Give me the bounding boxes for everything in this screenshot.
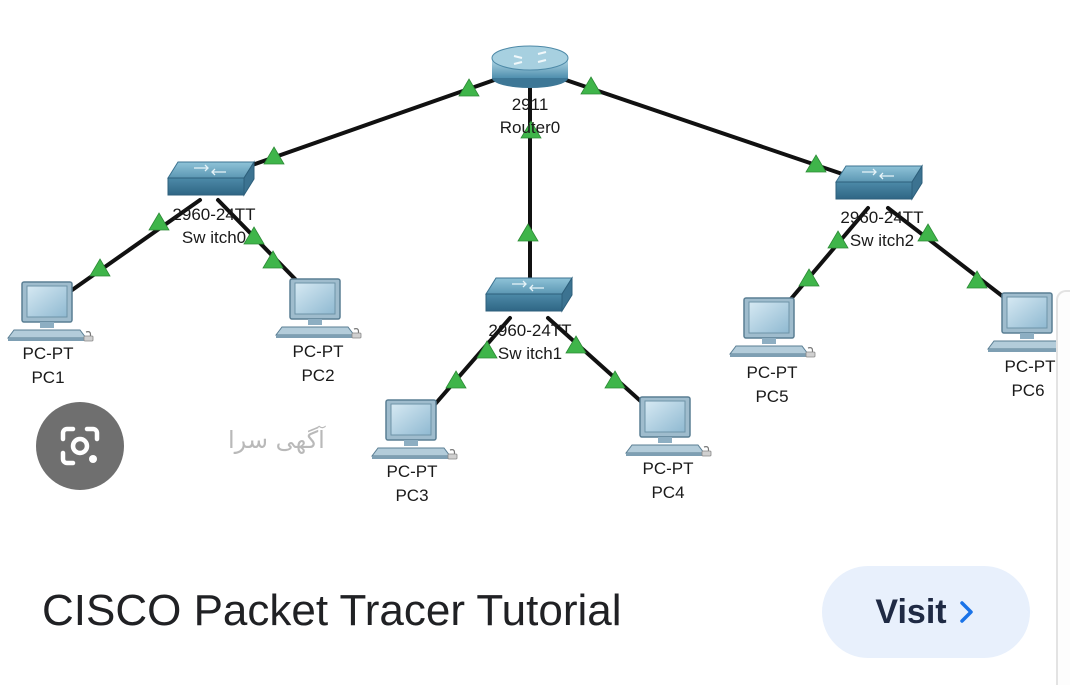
switch1-name-label: Sw itch1 xyxy=(498,344,562,363)
google-lens-icon xyxy=(60,426,100,466)
pc1-type-label: PC-PT xyxy=(23,344,74,363)
switch-icon xyxy=(835,165,923,200)
pc-icon xyxy=(371,399,458,460)
switch2-node: 2960-24TT Sw itch2 xyxy=(835,165,924,250)
pc6-name-label: PC6 xyxy=(1011,381,1044,400)
pc2-node: PC-PT PC2 xyxy=(275,278,362,385)
link-switch1-pc3 xyxy=(428,316,512,412)
pc4-node: PC-PT PC4 xyxy=(625,396,712,502)
switch2-model-label: 2960-24TT xyxy=(840,208,923,227)
switch-icon xyxy=(167,161,255,196)
switch-icon xyxy=(485,277,573,312)
pc4-type-label: PC-PT xyxy=(643,459,694,478)
link-switch0-pc1 xyxy=(63,198,202,297)
google-lens-button[interactable] xyxy=(36,402,124,490)
result-title[interactable]: CISCO Packet Tracer Tutorial xyxy=(42,586,622,635)
pc3-type-label: PC-PT xyxy=(387,462,438,481)
pc4-name-label: PC4 xyxy=(651,483,684,502)
router-model-label: 2911 xyxy=(512,95,549,114)
switch1-node: 2960-24TT Sw itch1 xyxy=(485,277,573,363)
router-name-label: Router0 xyxy=(500,118,560,137)
pc-icon xyxy=(275,278,362,339)
switch0-node: 2960-24TT Sw itch0 xyxy=(167,161,256,247)
pc-icon xyxy=(7,281,94,342)
pc2-name-label: PC2 xyxy=(301,366,334,385)
link-router-switch2 xyxy=(558,76,862,182)
pc3-node: PC-PT PC3 xyxy=(371,399,458,505)
link-switch2-pc6 xyxy=(886,206,1012,304)
pc1-name-label: PC1 xyxy=(31,368,64,387)
chevron-right-icon xyxy=(959,601,973,623)
switch0-model-label: 2960-24TT xyxy=(172,205,255,224)
pc3-name-label: PC3 xyxy=(395,486,428,505)
router-node: 2911 Router0 xyxy=(491,45,569,137)
pc6-node: PC-PT PC6 xyxy=(987,292,1070,400)
pc5-node: PC-PT PC5 xyxy=(729,297,816,406)
pc6-type-label: PC-PT xyxy=(1005,357,1056,376)
link-router-switch0 xyxy=(216,76,502,179)
link-up-indicator xyxy=(262,250,284,269)
adjacent-result-edge[interactable] xyxy=(1056,290,1070,685)
link-switch1-pc4 xyxy=(546,316,647,407)
link-up-indicator xyxy=(517,223,539,242)
visit-button-label: Visit xyxy=(875,592,947,631)
watermark-text: آگهی سرا xyxy=(228,426,325,454)
switch1-model-label: 2960-24TT xyxy=(488,321,571,340)
pc5-name-label: PC5 xyxy=(755,387,788,406)
pc5-type-label: PC-PT xyxy=(747,363,798,382)
pc1-node: PC-PT PC1 xyxy=(7,281,94,387)
switch0-name-label: Sw itch0 xyxy=(182,228,246,247)
network-topology-image[interactable]: 2911 Router0 2960-24TT Sw itch0 2960-24T… xyxy=(0,0,1070,540)
pc-icon xyxy=(729,297,816,358)
pc2-type-label: PC-PT xyxy=(293,342,344,361)
visit-button[interactable]: Visit xyxy=(822,566,1030,658)
pc-icon xyxy=(625,396,712,457)
switch2-name-label: Sw itch2 xyxy=(850,231,914,250)
router-icon xyxy=(513,51,547,65)
